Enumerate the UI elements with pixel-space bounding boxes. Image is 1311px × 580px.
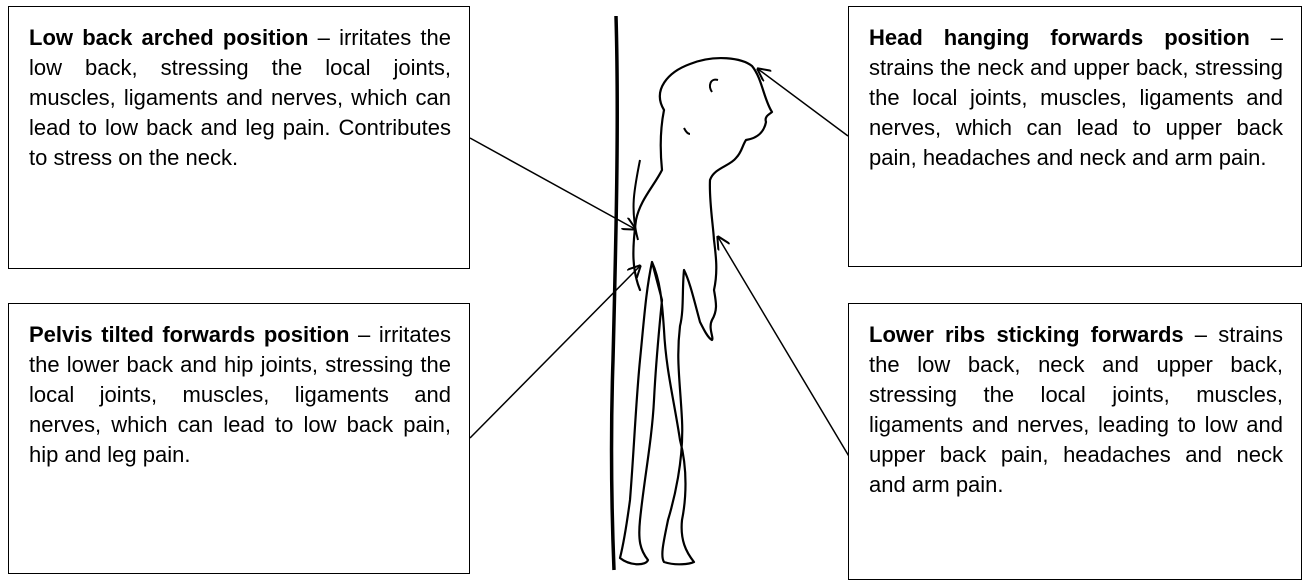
callout-dash: – (349, 322, 378, 347)
arrow-head (758, 69, 848, 136)
callout-title: Head hanging forwards position (869, 25, 1250, 50)
callout-title: Pelvis tilted forwards position (29, 322, 349, 347)
pelvis-tilted-forwards-callout: Pelvis tilted forwards position – irrita… (8, 303, 470, 574)
ear-mark (710, 80, 718, 92)
callout-dash: – (1184, 322, 1219, 347)
arrow-ribs (718, 237, 850, 458)
lower-ribs-forwards-callout: Lower ribs sticking forwards – strains t… (848, 303, 1302, 580)
callout-dash: – (1250, 25, 1283, 50)
arrow-low-back (470, 138, 635, 229)
collar-mark (684, 128, 690, 134)
callout-body: strains the neck and upper back, stressi… (869, 55, 1283, 170)
callout-title: Lower ribs sticking forwards (869, 322, 1184, 347)
figure-outline (620, 58, 772, 564)
callout-title: Low back arched position (29, 25, 308, 50)
callout-dash: – (308, 25, 339, 50)
low-back-arched-callout: Low back arched position – irritates the… (8, 6, 470, 269)
head-hanging-forwards-callout: Head hanging forwards position – strains… (848, 6, 1302, 267)
callout-body: strains the low back, neck and upper bac… (869, 322, 1283, 497)
